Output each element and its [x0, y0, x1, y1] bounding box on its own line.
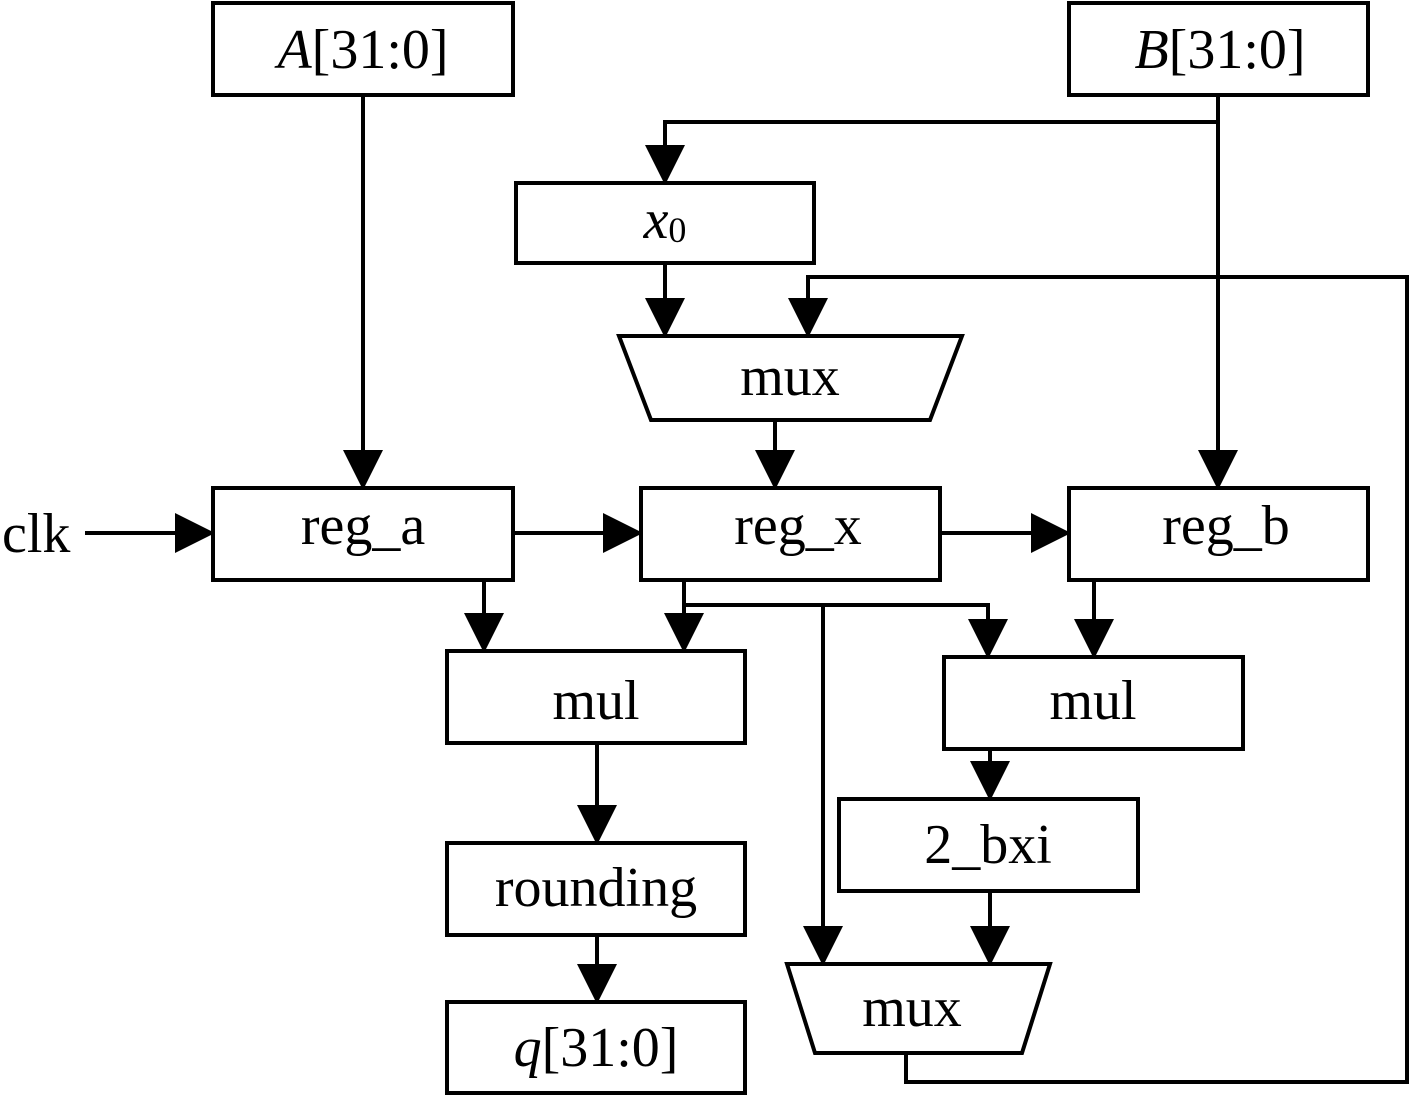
reg-a-label: reg_a: [301, 495, 426, 557]
mul-left-label: mul: [552, 670, 639, 732]
input-a-var: A: [273, 19, 312, 81]
reg-x-label: reg_x: [734, 495, 862, 557]
reg-x-block: reg_x: [639, 486, 942, 582]
reg-a-block: reg_a: [211, 486, 515, 582]
output-q-var: q: [514, 1017, 542, 1079]
output-q-block: q[31:0]: [445, 1000, 747, 1095]
x0-var: x: [643, 189, 669, 251]
input-b-range: [31:0]: [1169, 19, 1306, 81]
mux-top-label: mux: [740, 346, 840, 408]
output-q-range: [31:0]: [542, 1017, 679, 1079]
svg-text:A[31:0]: A[31:0]: [273, 19, 448, 81]
mul-right-label: mul: [1049, 670, 1136, 732]
rounding-label: rounding: [495, 857, 697, 919]
reg-b-block: reg_b: [1067, 486, 1370, 582]
wire-b-to-x0: [645, 120, 1218, 185]
reg-b-label: reg_b: [1162, 495, 1290, 557]
rounding-block: rounding: [445, 841, 747, 937]
mul-right-block: mul: [942, 655, 1245, 751]
wires: [85, 95, 1409, 1084]
mux-top-block: mux: [616, 334, 965, 422]
input-b-var: B: [1134, 19, 1168, 81]
input-a-block: A[31:0]: [211, 1, 515, 97]
svg-text:B[31:0]: B[31:0]: [1134, 19, 1305, 81]
input-a-range: [31:0]: [312, 19, 449, 81]
x0-sub: 0: [668, 210, 686, 250]
clk-label: clk: [2, 503, 70, 565]
wire-feedback-to-mux: [788, 275, 1409, 1084]
x0-block: x0: [514, 181, 816, 265]
mux-bottom-label: mux: [862, 977, 962, 1039]
input-b-block: B[31:0]: [1067, 1, 1370, 97]
mul-left-block: mul: [445, 649, 747, 745]
svg-text:x0: x0: [643, 189, 687, 251]
svg-text:q[31:0]: q[31:0]: [514, 1017, 679, 1079]
two-bxi-label: 2_bxi: [924, 814, 1052, 876]
wire-reg-x-to-mul-right: [684, 603, 1008, 659]
two-bxi-block: 2_bxi: [837, 797, 1140, 893]
mux-bottom-block: mux: [784, 962, 1053, 1055]
